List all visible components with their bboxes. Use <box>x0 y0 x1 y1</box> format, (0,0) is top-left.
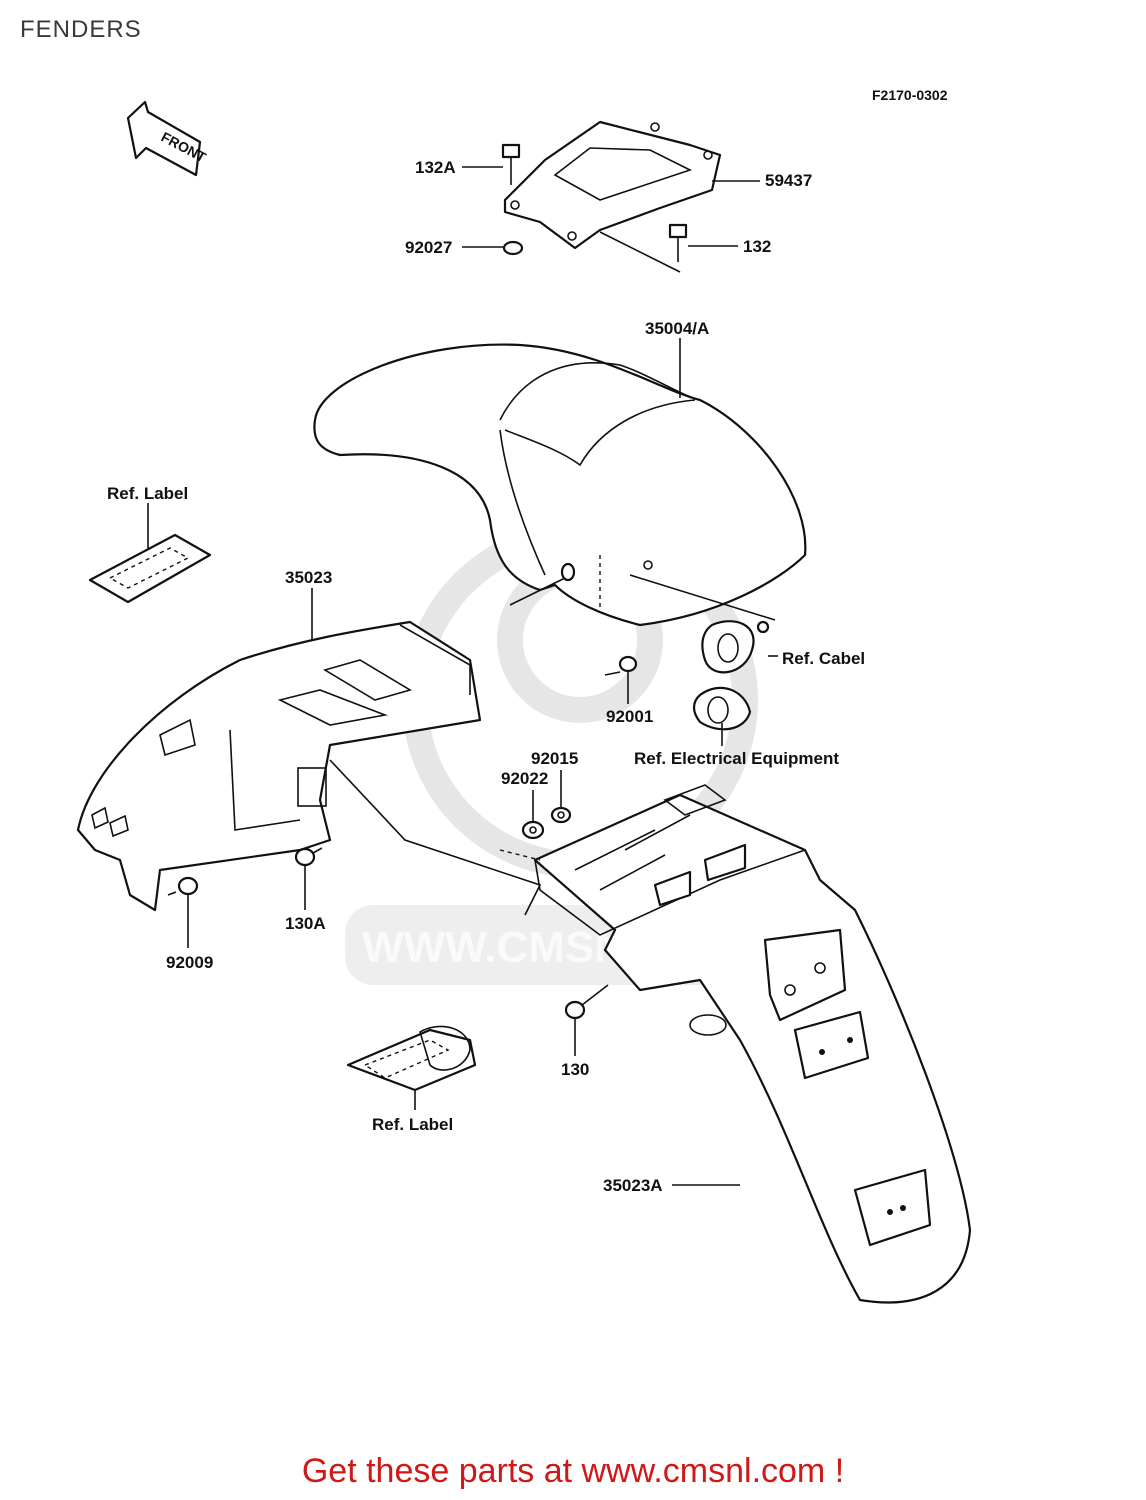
label-92027: 92027 <box>405 238 452 257</box>
leader-lines <box>147 166 778 1186</box>
label-92022: 92022 <box>501 769 548 788</box>
electrical-equipment-band-icon <box>692 686 752 731</box>
label-ref-label-top: Ref. Label <box>107 484 188 503</box>
bolt-132-icon <box>668 223 688 262</box>
label-132: 132 <box>743 237 771 256</box>
figure-code: F2170-0302 <box>872 87 948 103</box>
label-132A: 132A <box>415 158 456 177</box>
label-130: 130 <box>561 1060 589 1079</box>
ref-label-bottom-sticker <box>346 1025 477 1092</box>
rear-fender-35023A <box>329 759 972 1304</box>
tail-cover-59437 <box>503 120 722 273</box>
nut-92027-icon <box>502 240 524 256</box>
bolt-132A-icon <box>501 143 521 185</box>
label-92001: 92001 <box>606 707 653 726</box>
label-35023: 35023 <box>285 568 332 587</box>
footer-link[interactable]: Get these parts at www.cmsnl.com ! <box>301 1452 845 1490</box>
label-ref-label-bottom: Ref. Label <box>372 1115 453 1134</box>
front-fender-35004A <box>313 343 807 627</box>
inner-fender-35023 <box>76 620 482 912</box>
washer-92022-icon <box>521 820 545 840</box>
front-arrow-icon: FRONT <box>126 100 209 177</box>
label-ref-electrical-equipment: Ref. Electrical Equipment <box>634 749 839 768</box>
page-title: FENDERS <box>20 16 142 43</box>
label-92009: 92009 <box>166 953 213 972</box>
bolt-130A-icon <box>294 847 323 867</box>
ref-label-top-sticker <box>88 533 212 604</box>
bolt-92009-icon <box>167 876 199 896</box>
nut-92015-icon <box>550 806 572 824</box>
label-ref-cabel: Ref. Cabel <box>782 649 865 668</box>
cable-clamp-icon <box>701 620 770 674</box>
fenders-parts-diagram: WWW.CMSNL.COM F2170-0302 FRONT <box>76 87 972 1304</box>
label-130A: 130A <box>285 914 326 933</box>
bolt-130-icon <box>564 984 609 1020</box>
label-59437: 59437 <box>765 171 812 190</box>
label-92015: 92015 <box>531 749 578 768</box>
label-35004A: 35004/A <box>645 319 709 338</box>
part-labels: 132A 59437 92027 132 35004/A Ref. Label … <box>107 158 865 1195</box>
label-35023A: 35023A <box>603 1176 663 1195</box>
